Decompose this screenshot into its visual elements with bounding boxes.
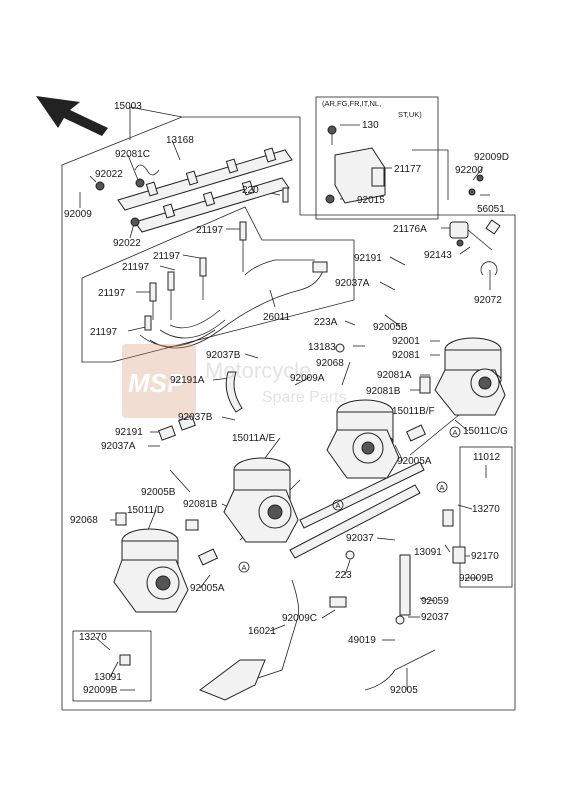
subassembly-box-right: [459, 446, 513, 588]
label-21176a: 21176A: [393, 224, 427, 235]
label-92191-a: 92191: [354, 253, 382, 264]
label-92081a: 92081A: [377, 370, 412, 381]
label-92037-a: 92037: [346, 533, 374, 544]
part-labels: 15003 92081C 13168 92022 92009 220 92022…: [64, 101, 509, 696]
label-21177: 21177: [394, 164, 422, 175]
label-92009c: 92009C: [282, 613, 317, 624]
label-130: 130: [362, 120, 379, 131]
region-box: [315, 96, 439, 220]
carburetor-front-left: [113, 528, 189, 613]
label-13270-a: 13270: [472, 504, 500, 515]
watermark-logo-text: MSP: [128, 368, 185, 398]
wiring-harness: [139, 221, 328, 349]
label-21197-b: 21197: [153, 251, 181, 262]
region-note-line1: (AR,FG,FR,IT,NL,: [322, 99, 381, 108]
small-frame: [412, 149, 449, 200]
marker-a-3: A: [440, 483, 445, 492]
label-15011ae: 15011A/E: [232, 433, 276, 444]
label-92022-a: 92022: [95, 169, 123, 180]
label-92009b-r: 92009B: [459, 573, 494, 584]
label-15003: 15003: [114, 101, 142, 112]
label-92009a: 92009A: [290, 373, 325, 384]
carburetor-rear-right: [434, 337, 506, 416]
carburetor-front-center: [223, 457, 299, 543]
marker-a-4: A: [242, 563, 247, 572]
label-26011: 26011: [263, 312, 291, 323]
watermark: MSP Motorcycle Spare Parts: [122, 344, 346, 418]
label-13183: 13183: [308, 342, 336, 353]
label-56051: 56051: [477, 204, 505, 215]
label-92005b-r: 92005B: [373, 322, 408, 333]
control-unit: [325, 125, 386, 204]
label-13270-b: 13270: [79, 632, 107, 643]
front-direction-arrow: [36, 96, 108, 136]
marker-a-1: A: [453, 428, 458, 437]
label-92009d: 92009D: [474, 152, 509, 163]
label-21197-a: 21197: [196, 225, 224, 236]
label-11012: 11012: [473, 452, 501, 463]
label-92037b-b: 92037B: [178, 412, 213, 423]
label-21197-d: 21197: [98, 288, 126, 299]
label-92022-b: 92022: [113, 238, 141, 249]
label-92037-b: 92037: [421, 612, 449, 623]
label-13168: 13168: [166, 135, 194, 146]
fuel-rail-upper: [117, 147, 293, 211]
label-92015: 92015: [357, 195, 385, 206]
label-49019: 49019: [348, 635, 376, 646]
label-13091-a: 13091: [414, 547, 442, 558]
label-15011cg: 15011C/G: [463, 426, 508, 437]
label-92200: 92200: [455, 165, 483, 176]
label-15011bf: 15011B/F: [392, 406, 435, 417]
wiring-box: [81, 206, 355, 363]
label-15011d: 15011/D: [127, 505, 164, 516]
label-92081b-r: 92081B: [366, 386, 401, 397]
watermark-line2: Spare Parts: [262, 389, 346, 406]
label-92009b-l: 92009B: [83, 685, 118, 696]
fuel-rail-lower: [134, 177, 290, 233]
linkage-and-hoses: [115, 343, 466, 701]
label-223a: 223A: [314, 317, 338, 328]
label-92037a-b: 92037A: [101, 441, 136, 452]
label-92170: 92170: [471, 551, 499, 562]
marker-a-2: A: [336, 501, 341, 510]
reference-markers: A A A A: [238, 426, 461, 573]
label-92068-a: 92068: [316, 358, 344, 369]
label-92037b-a: 92037B: [206, 350, 241, 361]
label-21197-e: 21197: [90, 327, 118, 338]
throttle-sensor: [449, 174, 501, 276]
small-fasteners-top: [95, 164, 289, 227]
label-223: 223: [335, 570, 352, 581]
label-92191-b: 92191: [115, 427, 143, 438]
carburetor-rear-center: [326, 399, 400, 479]
label-16021: 16021: [248, 626, 276, 637]
label-92059: 92059: [421, 596, 449, 607]
watermark-logo-tile: [122, 344, 196, 418]
label-92191a: 92191A: [170, 375, 205, 386]
label-13091-b: 13091: [94, 672, 122, 683]
label-92001: 92001: [392, 336, 420, 347]
region-note-line2: ST,UK): [398, 110, 422, 119]
label-92081c: 92081C: [115, 149, 150, 160]
label-92005b-l: 92005B: [141, 487, 176, 498]
label-92009: 92009: [64, 209, 92, 220]
label-220: 220: [242, 185, 259, 196]
label-92143: 92143: [424, 250, 452, 261]
label-92081: 92081: [392, 350, 420, 361]
label-92072: 92072: [474, 295, 502, 306]
main-assembly-frame: [61, 116, 516, 711]
label-21197-c: 21197: [122, 262, 150, 273]
watermark-line1: Motorcycle: [205, 358, 311, 383]
label-92005a-l: 92005A: [190, 583, 225, 594]
subassembly-box-left: [72, 630, 152, 702]
label-92081b-l: 92081B: [183, 499, 218, 510]
label-92037a-a: 92037A: [335, 278, 370, 289]
label-92005: 92005: [390, 685, 418, 696]
label-92005a-r: 92005A: [397, 456, 432, 467]
label-92068-b: 92068: [70, 515, 98, 526]
